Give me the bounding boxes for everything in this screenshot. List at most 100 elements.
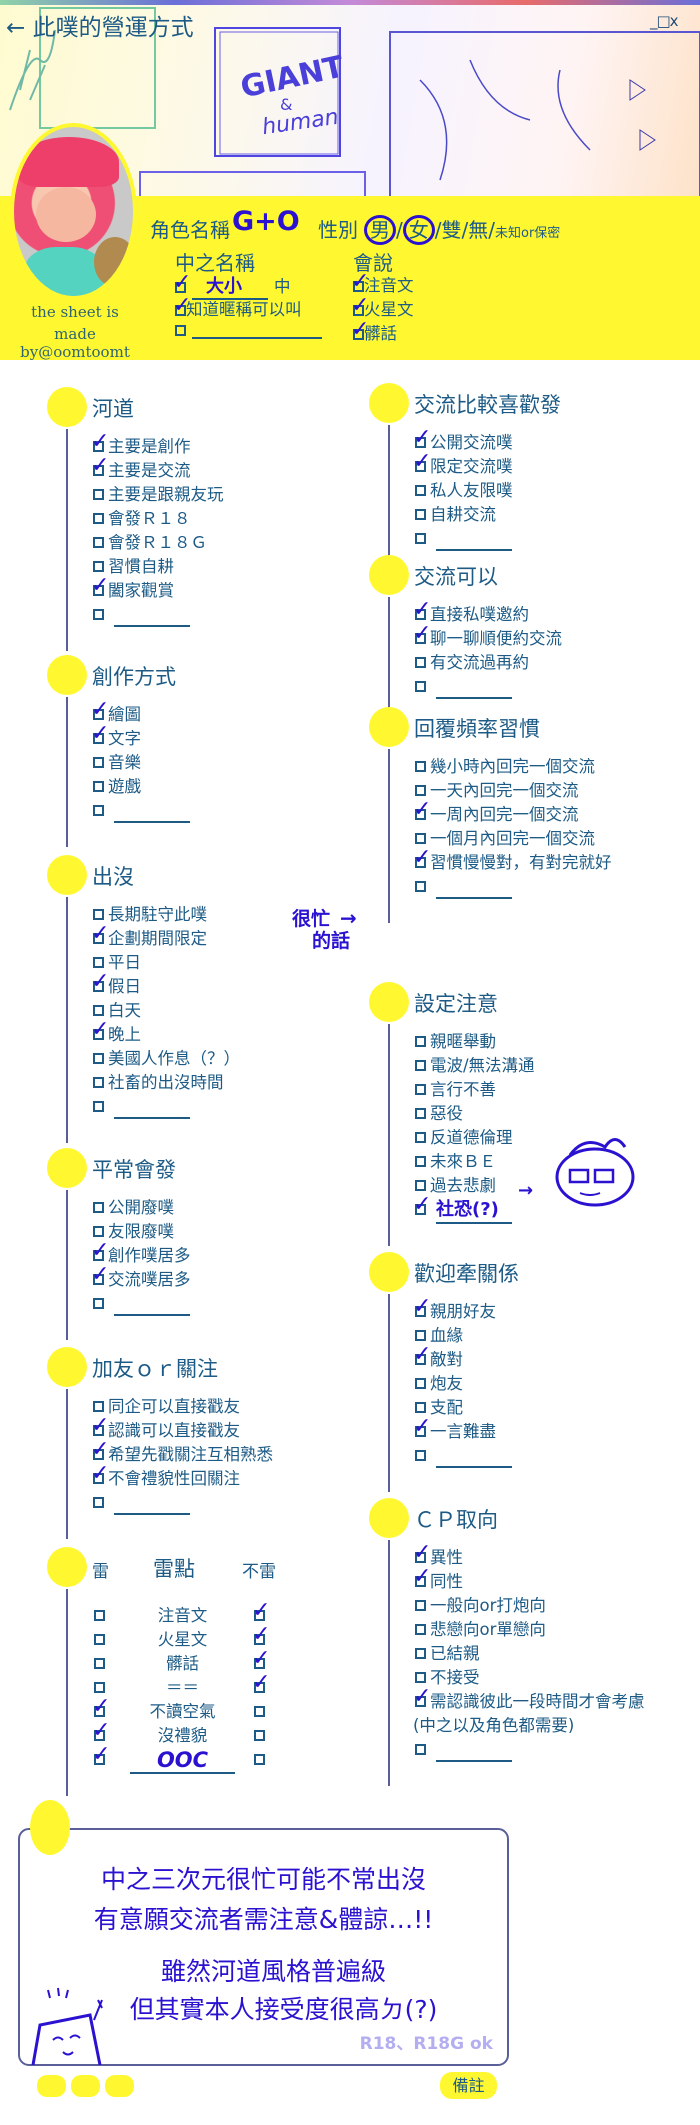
checkbox[interactable]: ✓ xyxy=(413,1416,431,1438)
checkbox[interactable] xyxy=(415,881,426,892)
checkbox[interactable] xyxy=(93,609,104,620)
ok-checkbox[interactable] xyxy=(254,1730,265,1741)
checkbox[interactable]: ✓ xyxy=(91,1463,109,1485)
checkbox[interactable] xyxy=(93,1497,104,1508)
checkbox[interactable] xyxy=(415,1672,426,1683)
checkbox[interactable] xyxy=(93,1101,104,1112)
checkbox[interactable] xyxy=(415,1036,426,1047)
checkbox[interactable] xyxy=(93,1077,104,1088)
checkbox[interactable]: ✓ xyxy=(413,1344,431,1366)
checkbox[interactable] xyxy=(415,1180,426,1191)
checkbox[interactable] xyxy=(415,1600,426,1611)
footer-tab[interactable] xyxy=(71,2075,100,2097)
checkbox[interactable] xyxy=(415,533,426,544)
trigger-checkbox[interactable] xyxy=(94,1634,105,1645)
ok-checkbox[interactable]: ✓ xyxy=(252,1672,270,1694)
checkbox[interactable] xyxy=(415,1450,426,1461)
checkbox[interactable] xyxy=(415,1132,426,1143)
trigger-checkbox[interactable]: ✓ xyxy=(92,1720,110,1742)
gender-option[interactable]: 男 xyxy=(364,215,396,245)
checkbox[interactable] xyxy=(415,681,426,692)
back-arrow-icon[interactable]: ← xyxy=(6,15,26,41)
nick-checkbox[interactable]: ✓ xyxy=(173,295,191,317)
trigger-checkbox[interactable] xyxy=(94,1610,105,1621)
trigger-checkbox[interactable] xyxy=(94,1682,105,1693)
checkbox[interactable]: ✓ xyxy=(413,1296,431,1318)
checkbox[interactable] xyxy=(415,1330,426,1341)
checkbox[interactable] xyxy=(415,1084,426,1095)
checkbox[interactable] xyxy=(415,1156,426,1167)
blank-line[interactable] xyxy=(114,609,190,627)
checkbox[interactable] xyxy=(93,1226,104,1237)
lang-checkbox[interactable]: ✓ xyxy=(351,319,369,341)
checkbox[interactable]: ✓ xyxy=(91,1415,109,1437)
checkbox[interactable] xyxy=(93,1005,104,1016)
checkbox[interactable] xyxy=(415,1402,426,1413)
checkbox[interactable] xyxy=(93,489,104,500)
checkbox[interactable] xyxy=(93,1202,104,1213)
checkbox[interactable]: ✓ xyxy=(91,971,109,993)
checkbox[interactable] xyxy=(415,1624,426,1635)
blank-line[interactable] xyxy=(192,321,322,339)
blank-line[interactable] xyxy=(114,805,190,823)
checkbox[interactable]: ✓ xyxy=(91,1240,109,1262)
checkbox[interactable]: ✓ xyxy=(413,623,431,645)
write-in-text[interactable]: 社恐(?) xyxy=(436,1198,512,1224)
checkbox[interactable] xyxy=(93,1298,104,1309)
trigger-checkbox[interactable]: ✓ xyxy=(92,1744,110,1766)
checkbox[interactable]: ✓ xyxy=(413,1542,431,1564)
checkbox[interactable] xyxy=(415,785,426,796)
checkbox[interactable] xyxy=(93,561,104,572)
blank-line[interactable] xyxy=(436,1744,512,1762)
ok-checkbox[interactable] xyxy=(254,1706,265,1717)
gender-option[interactable]: 無 xyxy=(468,218,489,242)
trigger-checkbox[interactable]: ✓ xyxy=(92,1696,110,1718)
blank-line[interactable] xyxy=(114,1497,190,1515)
gender-option[interactable]: 雙 xyxy=(441,218,462,242)
ok-checkbox[interactable]: ✓ xyxy=(252,1624,270,1646)
checkbox[interactable]: ✓ xyxy=(91,431,109,453)
blank-line[interactable] xyxy=(436,1450,512,1468)
nick-write-in[interactable]: 大小 xyxy=(192,272,268,300)
blank-line[interactable] xyxy=(436,681,512,699)
checkbox[interactable]: ✓ xyxy=(413,427,431,449)
footer-tab[interactable] xyxy=(105,2075,134,2097)
checkbox[interactable] xyxy=(93,1053,104,1064)
checkbox[interactable]: ✓ xyxy=(413,799,431,821)
blank-line[interactable] xyxy=(436,533,512,551)
checkbox[interactable] xyxy=(93,957,104,968)
checkbox[interactable]: ✓ xyxy=(91,1019,109,1041)
checkbox[interactable] xyxy=(93,781,104,792)
checkbox[interactable] xyxy=(93,909,104,920)
ok-checkbox[interactable] xyxy=(254,1754,265,1765)
trigger-checkbox[interactable] xyxy=(94,1658,105,1669)
gender-option[interactable]: 女 xyxy=(402,215,435,245)
checkbox[interactable]: ✓ xyxy=(413,451,431,473)
checkbox[interactable] xyxy=(93,1401,104,1412)
checkbox[interactable]: ✓ xyxy=(91,723,109,745)
checkbox[interactable]: ✓ xyxy=(91,699,109,721)
blank-line[interactable] xyxy=(114,1298,190,1316)
nick-checkbox[interactable]: ✓ xyxy=(173,272,191,294)
checkbox[interactable] xyxy=(415,1378,426,1389)
checkbox[interactable]: ✓ xyxy=(91,455,109,477)
blank-line[interactable] xyxy=(114,1101,190,1119)
checkbox[interactable]: ✓ xyxy=(413,847,431,869)
checkbox[interactable] xyxy=(93,757,104,768)
ok-checkbox[interactable]: ✓ xyxy=(252,1600,270,1622)
checkbox[interactable]: ✓ xyxy=(91,575,109,597)
checkbox[interactable]: ✓ xyxy=(413,1194,431,1216)
checkbox[interactable] xyxy=(93,537,104,548)
lang-checkbox[interactable]: ✓ xyxy=(351,271,369,293)
checkbox[interactable] xyxy=(415,485,426,496)
blank-line[interactable] xyxy=(436,881,512,899)
checkbox[interactable]: ✓ xyxy=(91,1264,109,1286)
checkbox[interactable]: ✓ xyxy=(413,1686,431,1708)
checkbox[interactable]: ✓ xyxy=(413,1566,431,1588)
footer-tab[interactable] xyxy=(37,2075,66,2097)
checkbox[interactable]: ✓ xyxy=(91,923,109,945)
checkbox[interactable] xyxy=(93,513,104,524)
checkbox[interactable] xyxy=(415,1648,426,1659)
checkbox[interactable]: ✓ xyxy=(413,599,431,621)
checkbox[interactable] xyxy=(415,1744,426,1755)
